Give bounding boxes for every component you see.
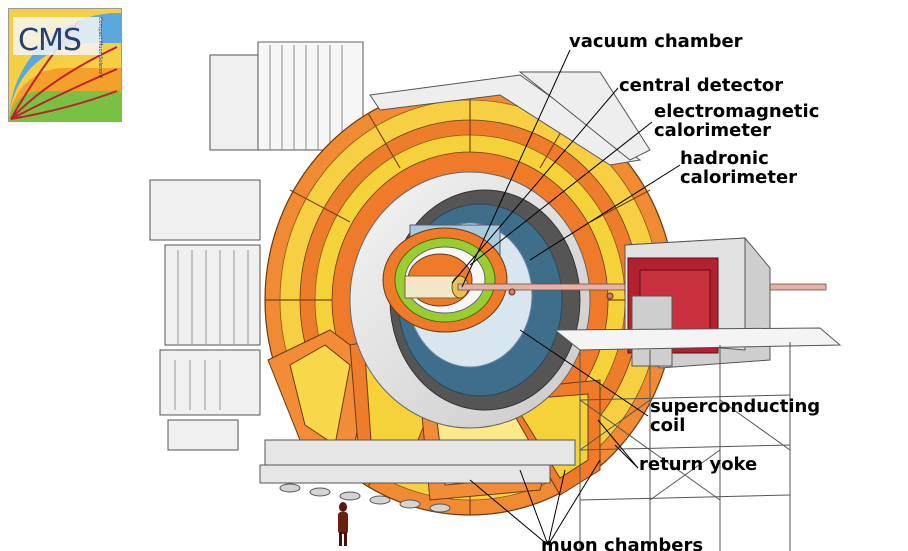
cms-logo: CMS Compact Muon Solenoid <box>8 8 122 122</box>
left-support-structure <box>149 41 364 451</box>
label-em-calorimeter-line1: electromagnetic <box>654 101 820 122</box>
top-cable-trays <box>369 71 651 166</box>
detector-base <box>259 439 576 513</box>
right-support-tower <box>553 327 842 551</box>
label-sc-coil-line2: coil <box>650 415 686 436</box>
label-sc-coil-line1: superconducting <box>650 396 821 417</box>
label-vacuum-chamber: vacuum chamber <box>569 31 743 52</box>
label-em-calorimeter-line2: calorimeter <box>654 120 772 141</box>
person-scale-figure <box>338 502 348 546</box>
label-hadronic-line1: hadronic <box>680 148 769 169</box>
label-muon-chambers: muon chambers <box>541 535 704 551</box>
cms-logo-subtitle: Compact Muon Solenoid <box>97 17 103 78</box>
label-hadronic-line2: calorimeter <box>680 167 798 188</box>
label-leader-lines <box>451 49 681 546</box>
label-return-yoke: return yoke <box>639 454 758 475</box>
cms-logo-graphic <box>9 9 121 121</box>
label-central-detector: central detector <box>619 75 784 96</box>
cms-logo-text: CMS <box>18 23 82 58</box>
